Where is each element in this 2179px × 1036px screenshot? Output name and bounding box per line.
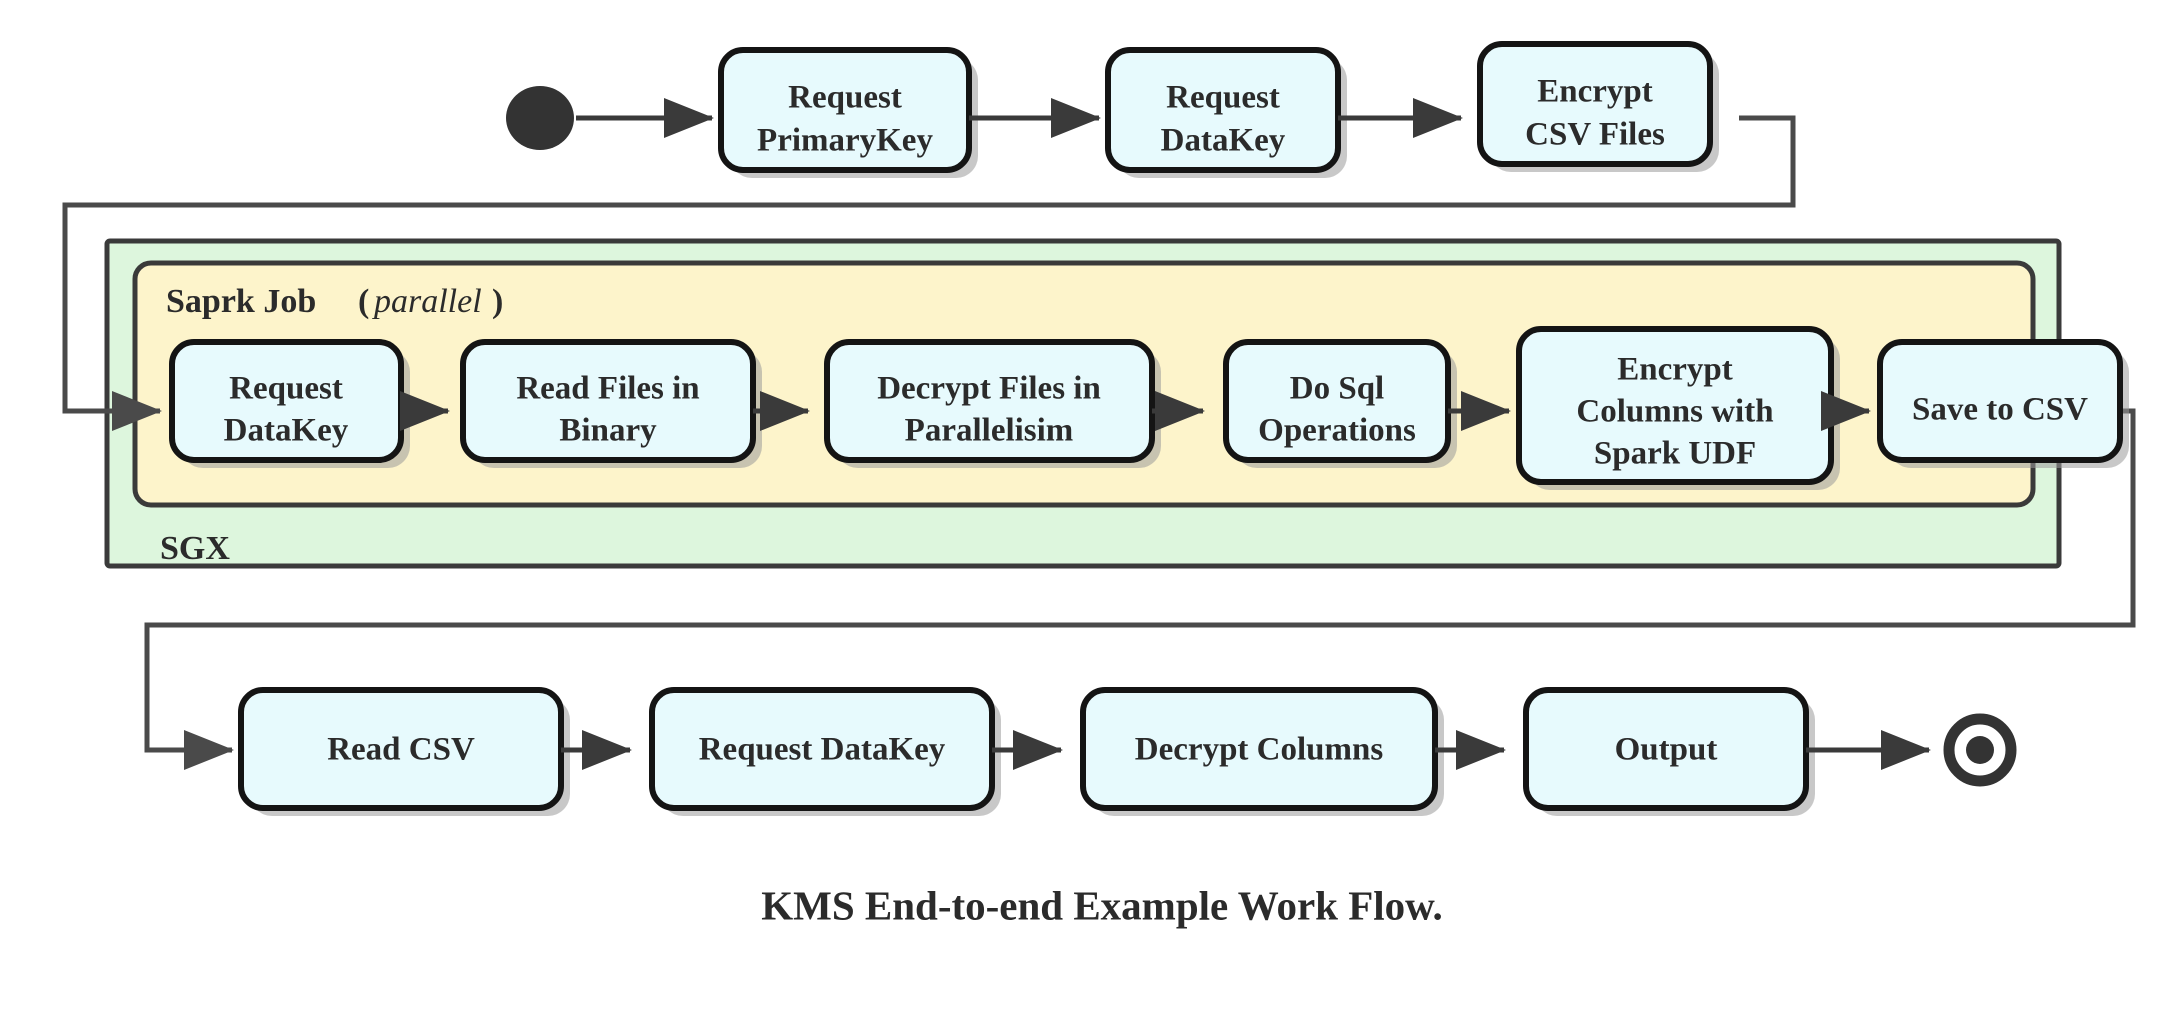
node-box[interactable] — [824, 339, 1155, 463]
end-node-dot — [1966, 736, 1994, 764]
node-label-line-1: Request — [229, 371, 343, 407]
node-decrypt-columns[interactable]: Decrypt Columns — [1080, 687, 1444, 816]
node-label-line-1: Decrypt Columns — [1135, 732, 1384, 768]
edge-encrypt-csv-to-spark-datakey — [62, 115, 1796, 431]
spark-job-paren-open: ( — [358, 283, 369, 320]
node-output[interactable]: Output — [1523, 687, 1815, 816]
node-encrypt-columns-with-spark-udf[interactable]: Encrypt Columns with Spark UDF — [1516, 326, 1840, 490]
end-node-ring — [1943, 713, 2017, 787]
spark-job-group-label: Saprk Job — [166, 283, 316, 320]
end-node — [1943, 713, 2017, 787]
node-label-line-2: Operations — [1258, 413, 1416, 449]
spark-job-parallel-label: parallel — [372, 283, 482, 320]
node-label-line-2: Parallelisim — [905, 413, 1074, 449]
node-box[interactable] — [1877, 339, 2123, 463]
node-label-line-3: Spark UDF — [1594, 436, 1756, 472]
start-node-circle — [506, 86, 574, 150]
node-label-line-1: Request — [1166, 80, 1280, 116]
node-label-line-1: Decrypt Files in — [877, 371, 1101, 407]
node-label-line-1: Output — [1615, 732, 1718, 768]
node-label-line-1: Encrypt — [1617, 352, 1733, 388]
diagram-caption: KMS End-to-end Example Work Flow. — [761, 882, 1443, 928]
node-request-datakey-spark[interactable]: Request DataKey — [169, 339, 410, 468]
node-box[interactable] — [1477, 41, 1713, 167]
node-decrypt-files-in-parallelisim[interactable]: Decrypt Files in Parallelisim — [824, 339, 1161, 468]
sgx-group-label: SGX — [160, 530, 230, 567]
node-save-to-csv[interactable]: Save to CSV — [1877, 339, 2129, 468]
node-request-datakey-bottom[interactable]: Request DataKey — [649, 687, 1001, 816]
node-label-line-2: CSV Files — [1525, 117, 1665, 153]
node-read-files-in-binary[interactable]: Read Files in Binary — [460, 339, 762, 468]
node-label-line-2: Columns with — [1576, 394, 1773, 430]
node-label-line-1: Request DataKey — [699, 732, 946, 768]
node-request-primarykey[interactable]: Request PrimaryKey — [718, 47, 978, 178]
node-label-line-1: Read Files in — [516, 371, 699, 407]
node-label-line-2: PrimaryKey — [757, 123, 933, 159]
node-label-line-1: Encrypt — [1537, 74, 1653, 110]
node-request-datakey-top[interactable]: Request DataKey — [1105, 47, 1347, 178]
node-box[interactable] — [460, 339, 756, 463]
node-label-line-2: DataKey — [1161, 123, 1286, 159]
node-label-line-1: Save to CSV — [1912, 392, 2088, 428]
node-encrypt-csv-files[interactable]: Encrypt CSV Files — [1477, 41, 1719, 172]
spark-job-paren-close: ) — [492, 283, 503, 320]
node-label-line-1: Request — [788, 80, 902, 116]
node-box[interactable] — [1105, 47, 1341, 173]
node-label-line-1: Do Sql — [1290, 371, 1384, 407]
node-box[interactable] — [718, 47, 972, 173]
node-label-line-1: Read CSV — [327, 732, 475, 768]
node-read-csv[interactable]: Read CSV — [238, 687, 570, 816]
start-node — [506, 86, 574, 150]
node-label-line-2: DataKey — [224, 413, 349, 449]
node-box[interactable] — [1223, 339, 1451, 463]
node-do-sql-operations[interactable]: Do Sql Operations — [1223, 339, 1457, 468]
node-label-line-2: Binary — [559, 413, 657, 449]
